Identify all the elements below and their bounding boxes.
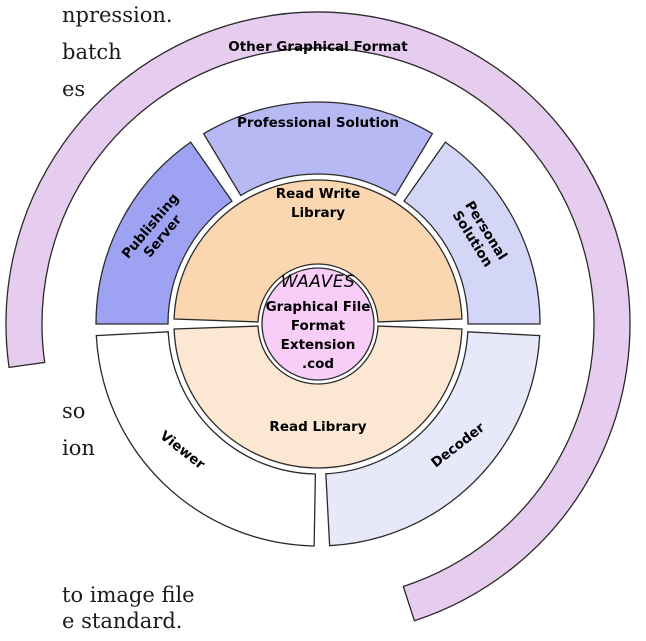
background-text-line: ion xyxy=(62,436,95,460)
label-read-library: Read Library xyxy=(269,419,366,435)
segment-professional-solution xyxy=(202,101,434,197)
background-text-line: es xyxy=(62,77,86,101)
background-text-line: npression. xyxy=(62,3,173,27)
background-text-line: e standard. xyxy=(62,609,183,633)
label-center-text: Format xyxy=(291,318,346,334)
label-center-brand: WAAVES xyxy=(281,272,356,292)
label-professional-solution: Professional Solution xyxy=(237,115,399,131)
background-text-line: to image file xyxy=(62,583,195,607)
segment-read-write-library xyxy=(173,179,463,323)
label-read-write-library: Read Write xyxy=(276,186,361,202)
label-read-write-library: Library xyxy=(291,205,345,221)
label-center-text: .cod xyxy=(302,356,334,372)
segment-personal-solution xyxy=(403,141,541,325)
segment-decoder xyxy=(325,331,541,547)
background-text-line: batch xyxy=(62,40,122,64)
segment-publishing-server xyxy=(95,141,233,325)
label-center-text: Extension xyxy=(281,337,356,353)
label-center-text: Graphical File xyxy=(266,299,371,315)
segment-read-library xyxy=(173,325,463,469)
center-circle xyxy=(261,267,375,381)
background-text-line: so xyxy=(62,399,86,423)
outer-ring-other-graphical-format xyxy=(5,11,631,622)
label-other-graphical-format: Other Graphical Format xyxy=(228,39,408,55)
segment-viewer xyxy=(95,331,317,547)
